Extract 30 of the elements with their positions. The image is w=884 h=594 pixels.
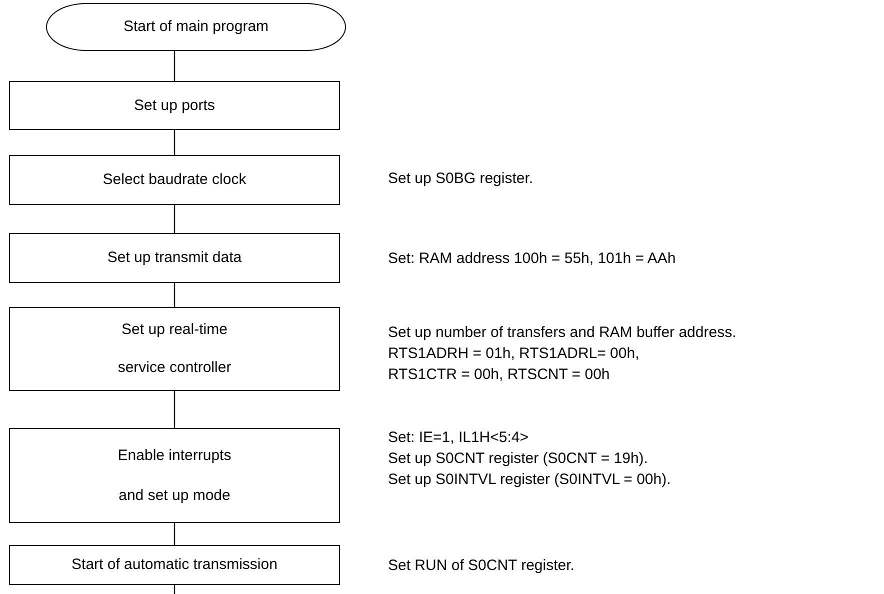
note-text: Set: RAM address 100h = 55h, 101h = AAh <box>388 249 676 269</box>
process-box <box>9 428 340 523</box>
note-text: Set up S0BG register. <box>388 169 534 189</box>
connector-line <box>174 130 176 155</box>
process-box <box>9 155 340 205</box>
step-label: Set up ports <box>134 96 215 116</box>
process-box <box>9 545 340 585</box>
note-text: RTS1CTR = 00h, RTSCNT = 00h <box>388 365 611 385</box>
process-box <box>9 233 340 283</box>
connector-line <box>174 51 176 81</box>
step-label: Set up transmit data <box>107 248 242 268</box>
step-label: Start of automatic transmission <box>72 555 278 575</box>
connector-line <box>174 205 176 233</box>
connector-line <box>174 585 176 594</box>
note-text: Set up S0CNT register (S0CNT = 19h). <box>388 449 649 469</box>
note-text: Set: IE=1, IL1H<5:4> <box>388 428 530 448</box>
note-text: RTS1ADRH = 01h, RTS1ADRL= 00h, <box>388 344 640 364</box>
connector-line <box>174 523 176 545</box>
note-text: Set up S0INTVL register (S0INTVL = 00h). <box>388 470 671 490</box>
note-text: Set up number of transfers and RAM buffer address. <box>388 323 736 343</box>
process-box <box>9 307 340 391</box>
step-label: Select baudrate clock <box>102 170 246 190</box>
step-label: Start of main program <box>123 17 269 37</box>
terminal-shape <box>46 3 346 51</box>
note-text: Set RUN of S0CNT register. <box>388 556 574 576</box>
connector-line <box>174 283 176 307</box>
step-label: Enable interrupts and set up mode <box>116 446 232 506</box>
connector-line <box>174 391 176 428</box>
process-box <box>9 81 340 130</box>
step-label: Set up real-time service controller <box>116 320 232 378</box>
